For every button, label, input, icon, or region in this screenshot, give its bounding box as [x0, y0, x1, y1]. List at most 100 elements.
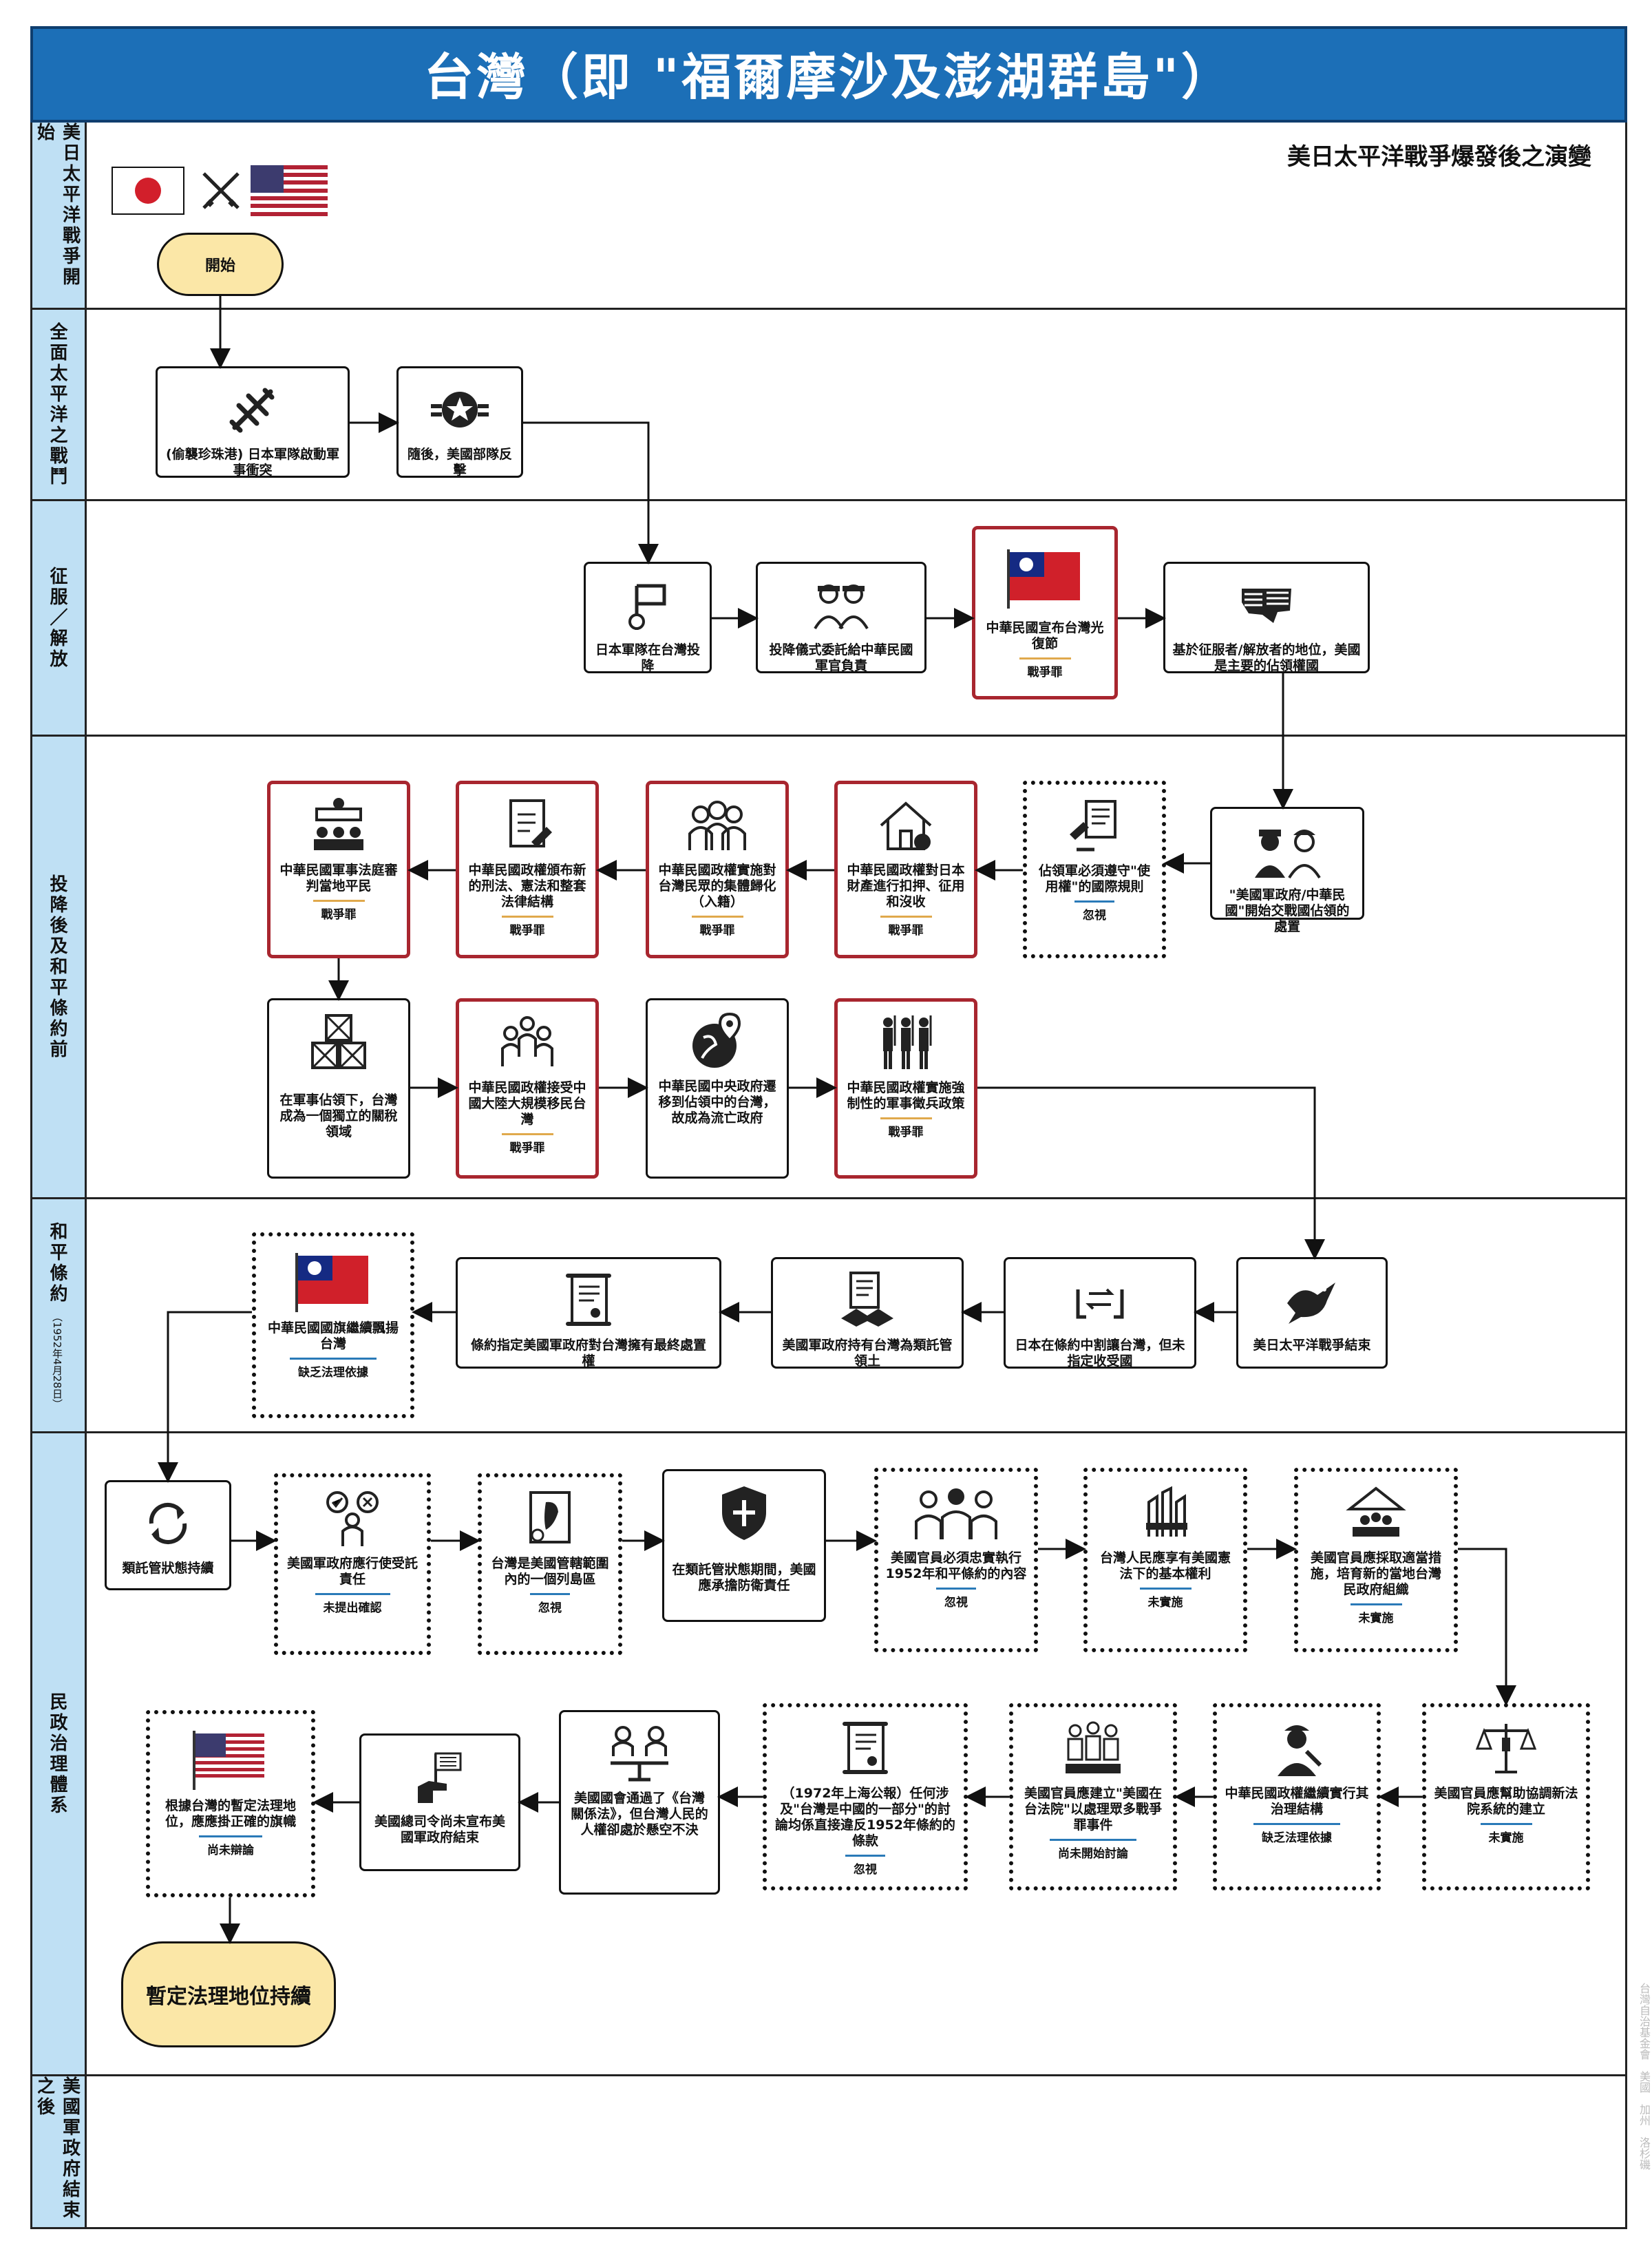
decision-person-icon: [326, 1491, 379, 1546]
balance-people-icon: [611, 1726, 668, 1782]
scroll-icon: [566, 1274, 611, 1326]
war-crime-tag: 戰爭罪: [1019, 657, 1071, 679]
lane-label: 美日太平洋戰爭開始: [34, 123, 81, 288]
japan-flag-icon: [112, 167, 184, 215]
page-title: 台灣（即 "福爾摩沙及澎湖群島"）: [30, 26, 1627, 123]
raised-fists-icon: [1146, 1486, 1187, 1537]
node-japan-cedes: 日本在條約中割讓台灣，但未指定收受國: [1004, 1257, 1196, 1369]
node-text: 日本在條約中割讓台灣，但未指定收受國: [1015, 1338, 1185, 1369]
node-text: 美國國會通過了《台灣關係法》，但台灣人民的人權卻處於懸空不決: [571, 1791, 708, 1837]
rules-board-icon: [1070, 800, 1116, 852]
lane-after-usmg: 美國軍政府結束之後: [30, 2076, 1627, 2229]
node-correct-flag: 根據台灣的暫定法理地位，應應掛正確的旗幟 尚未辯論: [146, 1710, 315, 1897]
war-crime-tag: 戰爭罪: [691, 916, 743, 938]
node-text: 台灣人民應享有美國憲法下的基本權利: [1099, 1550, 1231, 1581]
crossed-swords-icon: [202, 172, 240, 209]
diagram-subtitle: 美日太平洋戰爭爆發後之演變: [1287, 143, 1591, 171]
soldiers-icon: [814, 584, 869, 630]
node-surrender-ceremony: 投降儀式委託給中華民國軍官負責: [756, 562, 926, 673]
node-text: 隨後，美國部隊反擊: [407, 447, 512, 478]
war-crime-tag: 戰爭罪: [501, 916, 553, 938]
node-usufruct-rules: 佔領軍必須遵守"使用權"的國際規則 忽視: [1023, 781, 1166, 958]
node-text: 美國軍政府持有台灣為類託管領土: [782, 1338, 953, 1369]
roc-flag-icon: [295, 1253, 368, 1312]
node-text: 佔領軍必須遵守"使用權"的國際規則: [1039, 863, 1150, 894]
fighter-plane-icon: [229, 388, 275, 433]
node-text: 根據台灣的暫定法理地位，應應掛正確的旗幟: [165, 1798, 296, 1829]
handshake-document-icon: [841, 1272, 893, 1327]
us-flag-icon: [251, 165, 328, 216]
globe-pin-icon: [692, 1012, 741, 1068]
no-legal-basis-tag: 缺乏法理依據: [1253, 1823, 1340, 1845]
lane-label: 征服／解放: [47, 566, 67, 670]
us-flag-icon: [193, 1731, 264, 1790]
lane-label: 民政治理體系: [47, 1691, 67, 1816]
node-text: 中華民國政權接受中國大陸大規模移民台灣: [468, 1080, 586, 1127]
crowd-icon: [688, 801, 746, 850]
crates-icon: [311, 1014, 366, 1069]
node-mass-naturalization: 中華民國政權實施對台灣民眾的集體歸化（入籍） 戰爭罪: [646, 781, 789, 958]
node-text: 台灣是美國管轄範圍內的一個列島區: [491, 1556, 609, 1587]
lane-peace-treaty: 和平條約（1952年4月28日）: [30, 1199, 1627, 1433]
node-text: 美日太平洋戰爭結束: [1253, 1338, 1371, 1353]
node-local-government: 美國官員應採取適當措施，培育新的當地台灣民政府組織 未實施: [1294, 1468, 1458, 1652]
node-text: (偷襲珍珠港) 日本軍隊啟動軍事衝突: [166, 447, 339, 478]
node-text: 美國官員應建立"美國在台法院"以處理眾多戰爭罪事件: [1024, 1786, 1162, 1833]
node-customs-territory: 在軍事佔領下，台灣成為一個獨立的關稅領域: [267, 998, 410, 1179]
lane-full-war: 全面太平洋之戰鬥: [30, 310, 1627, 501]
node-text: 中華民國宣布台灣光復節: [986, 620, 1104, 651]
officer-icon: [1278, 1725, 1322, 1776]
node-japan-attack: (偷襲珍珠港) 日本軍隊啟動軍事衝突: [156, 366, 350, 478]
war-crime-tag: 戰爭罪: [880, 1117, 932, 1139]
node-japan-surrender: 日本軍隊在台灣投降: [584, 562, 712, 673]
node-fiduciary-duty: 美國軍政府應行使受託責任 未提出確認: [274, 1473, 431, 1655]
ignored-tag: 忽視: [1074, 900, 1114, 923]
lane-label: 全面太平洋之戰鬥: [47, 321, 67, 487]
node-text: 中華民國軍事法庭審判當地平民: [279, 863, 398, 894]
map-scroll-icon: [529, 1491, 571, 1543]
node-text: 美國總司令尚未宣布美國軍政府結束: [374, 1814, 505, 1845]
node-insular-area: 台灣是美國管轄範圍內的一個列島區 忽視: [478, 1473, 622, 1655]
node-quasi-trust-continues: 類託管狀態持續: [105, 1480, 231, 1590]
lane-war-start: 美日太平洋戰爭開始: [30, 123, 1627, 310]
node-roc-retrocession: 中華民國宣布台灣光復節 戰爭罪: [972, 526, 1118, 699]
node-constitutional-rights: 台灣人民應享有美國憲法下的基本權利 未實施: [1083, 1468, 1247, 1652]
node-defense-responsibility: 在類託管狀態期間，美國應承擔防衛責任: [662, 1469, 826, 1622]
not-confirmed-tag: 未提出確認: [315, 1593, 390, 1615]
node-text: 條約指定美國軍政府對台灣擁有最終處置權: [470, 1338, 706, 1369]
node-shanghai-communique: （1972年上海公報）任何涉及"台灣是中國的一部分"的討論均係直接違反1952年…: [763, 1703, 968, 1890]
military-star-icon: [431, 392, 489, 428]
no-legal-basis-tag: 缺乏法理依據: [290, 1358, 377, 1380]
lane-conquest: 征服／解放: [30, 501, 1627, 737]
cycle-arrows-icon: [149, 1502, 187, 1545]
scales-icon: [1475, 1724, 1537, 1773]
lane-label: 和平條約: [47, 1221, 67, 1305]
scroll-icon: [843, 1722, 888, 1774]
node-taiwan-relations-act: 美國國會通過了《台灣關係法》，但台灣人民的人權卻處於懸空不決: [559, 1710, 720, 1895]
not-implemented-tag: 未實施: [1139, 1588, 1192, 1610]
watermark: 台灣自治基金會 美國 加州 洛杉磯: [1638, 1983, 1651, 2170]
not-implemented-tag: 未實施: [1480, 1823, 1532, 1845]
node-roc-flag-continues: 中華民國國旗繼續飄揚台灣 缺乏法理依據: [252, 1232, 414, 1418]
node-us-courts-taiwan: 美國官員應建立"美國在台法院"以處理眾多戰爭罪事件 尚未開始討論: [1009, 1703, 1177, 1890]
node-text: 在類託管狀態期間，美國應承擔防衛責任: [672, 1562, 816, 1593]
shield-icon: [722, 1486, 766, 1540]
courtroom-icon: [314, 798, 363, 850]
lane-post-surrender: 投降後及和平條約前: [30, 737, 1627, 1199]
not-implemented-tag: 未實施: [1350, 1603, 1402, 1625]
war-crime-tag: 戰爭罪: [313, 900, 365, 922]
roc-flag-icon: [1007, 549, 1080, 609]
ignored-tag: 忽視: [530, 1593, 570, 1615]
dove-icon: [1287, 1283, 1335, 1324]
node-execute-treaty: 美國官員必須忠實執行1952年和平條約的內容 忽視: [874, 1468, 1038, 1652]
node-us-counterattack: 隨後，美國部隊反擊: [396, 366, 523, 478]
node-text: 中華民國國旗繼續飄揚台灣: [267, 1320, 399, 1351]
officials-group-icon: [915, 1488, 997, 1539]
people-group-icon: [501, 1016, 553, 1066]
node-text: 美國官員應幫助協調新法院系統的建立: [1434, 1786, 1578, 1817]
node-conscription: 中華民國政權實施強制性的軍事徵兵政策 戰爭罪: [834, 998, 977, 1179]
courtroom-people-icon: [1066, 1721, 1121, 1773]
node-text: 美國官員應採取適當措施，培育新的當地台灣民政府組織: [1310, 1550, 1441, 1597]
node-text: 美國官員必須忠實執行1952年和平條約的內容: [885, 1550, 1027, 1581]
